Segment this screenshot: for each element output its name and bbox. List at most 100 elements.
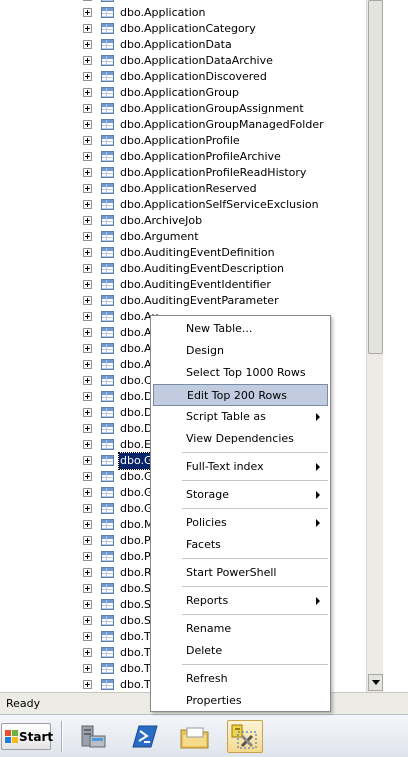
tree-node-label[interactable]: dbo.ApplicationGroupManagedFolder	[120, 118, 324, 131]
tree-node[interactable]: dbo.Co	[0, 373, 366, 389]
tree-node[interactable]: dbo.Re	[0, 565, 366, 581]
menu-item-full-text-index[interactable]: Full-Text index	[153, 456, 328, 478]
tree-node[interactable]: dbo.Si	[0, 613, 366, 629]
tree-node[interactable]: dbo.Tr	[0, 677, 366, 692]
expand-icon[interactable]	[83, 600, 92, 609]
expand-icon[interactable]	[83, 152, 92, 161]
expand-icon[interactable]	[83, 216, 92, 225]
start-button[interactable]: Start	[1, 723, 53, 750]
tree-node-label[interactable]: dbo.De	[120, 406, 160, 419]
expand-icon[interactable]	[83, 632, 92, 641]
tree-node-label[interactable]: dbo.Pr	[120, 550, 155, 563]
expand-icon[interactable]	[83, 264, 92, 273]
tree-node[interactable]: dbo.Gr	[0, 485, 366, 501]
tree-node-label[interactable]: dbo.Pa	[120, 534, 157, 547]
tree-node-label[interactable]: dbo.Tr	[120, 630, 154, 643]
tree-node-label[interactable]: dbo.M	[120, 518, 154, 531]
expand-icon[interactable]	[83, 360, 92, 369]
expand-icon[interactable]	[83, 648, 92, 657]
expand-icon[interactable]	[83, 392, 92, 401]
expand-icon[interactable]	[83, 232, 92, 241]
tree-node[interactable]: dbo.ApplicationDataArchive	[0, 53, 366, 69]
expand-icon[interactable]	[83, 568, 92, 577]
tree-node-label[interactable]: dbo.AuditingEventDescription	[120, 262, 285, 275]
expand-icon[interactable]	[83, 72, 92, 81]
tree-node-label[interactable]: dbo.ApplicationData	[120, 38, 232, 51]
tree-node[interactable]: dbo.Ex	[0, 437, 366, 453]
expand-icon[interactable]	[83, 616, 92, 625]
tree-node[interactable]: dbo.Au	[0, 325, 366, 341]
tree-node-label[interactable]: dbo.Si	[120, 614, 155, 627]
expand-icon[interactable]	[83, 104, 92, 113]
expand-icon[interactable]	[83, 24, 92, 33]
expand-icon[interactable]	[83, 0, 92, 1]
tree-node[interactable]: dbo.ApplicationSelfServiceExclusion	[0, 197, 366, 213]
tree-node[interactable]: dbo.Application	[0, 5, 366, 21]
tree-node-label[interactable]: dbo.Ex	[120, 438, 158, 451]
tree-node[interactable]: dbo.Pa	[0, 533, 366, 549]
expand-icon[interactable]	[83, 88, 92, 97]
tree-node-label[interactable]: dbo.ApplicationReserved	[120, 182, 257, 195]
expand-icon[interactable]	[83, 472, 92, 481]
tree-node[interactable]: dbo.M	[0, 517, 366, 533]
tree-node[interactable]: dbo.ApplicationProfile	[0, 133, 366, 149]
tree-node-label[interactable]: dbo.Au	[120, 326, 159, 339]
expand-icon[interactable]	[83, 440, 92, 449]
menu-item-design[interactable]: Design	[153, 340, 328, 362]
tree-node[interactable]: dbo.AuditingEventIdentifier	[0, 277, 366, 293]
menu-item-rename[interactable]: Rename	[153, 618, 328, 640]
menu-item-start-powershell[interactable]: Start PowerShell	[153, 562, 328, 584]
tree-node-label[interactable]: dbo.AuditingEventDefinition	[120, 246, 275, 259]
tree-node[interactable]: dbo.AuditingEventParameter	[0, 293, 366, 309]
tree-node-label[interactable]: dbo.ApplicationDiscovered	[120, 70, 267, 83]
tree-node[interactable]: dbo.AuditingEventDescription	[0, 261, 366, 277]
tree-node-label[interactable]: dbo.Au	[120, 310, 159, 323]
taskbar-server-manager-button[interactable]	[76, 720, 112, 753]
expand-icon[interactable]	[83, 296, 92, 305]
expand-icon[interactable]	[83, 280, 92, 289]
tree-node-label[interactable]: dbo.De	[120, 422, 160, 435]
expand-icon[interactable]	[83, 536, 92, 545]
tree-node[interactable]: dbo.ApplicationProfileArchive	[0, 149, 366, 165]
tree-node-label[interactable]: dbo.Co	[120, 374, 159, 387]
menu-item-edit-top-200-rows[interactable]: Edit Top 200 Rows	[153, 384, 328, 406]
tree-node[interactable]	[0, 0, 366, 5]
tree-node-label[interactable]: dbo.ApplicationProfile	[120, 134, 240, 147]
taskbar-powershell-button[interactable]	[127, 720, 163, 753]
tree-node[interactable]: dbo.Se	[0, 581, 366, 597]
menu-item-storage[interactable]: Storage	[153, 484, 328, 506]
expand-icon[interactable]	[83, 680, 92, 689]
taskbar-explorer-button[interactable]	[177, 720, 213, 753]
tree-node-label[interactable]: dbo.ApplicationProfileArchive	[120, 150, 281, 163]
tree-node[interactable]: dbo.ApplicationData	[0, 37, 366, 53]
tree-node[interactable]: dbo.ApplicationProfileReadHistory	[0, 165, 366, 181]
expand-icon[interactable]	[83, 248, 92, 257]
expand-icon[interactable]	[83, 8, 92, 17]
expand-icon[interactable]	[83, 584, 92, 593]
expand-icon[interactable]	[83, 424, 92, 433]
tree-node-label[interactable]: dbo.De	[120, 390, 160, 403]
tree-node[interactable]: dbo.Gr	[0, 501, 366, 517]
tree-node[interactable]: dbo.De	[0, 421, 366, 437]
taskbar-ssms-button[interactable]	[227, 720, 263, 753]
expand-icon[interactable]	[83, 456, 92, 465]
expand-icon[interactable]	[83, 136, 92, 145]
tree-node-label[interactable]: dbo.ApplicationGroupAssignment	[120, 102, 304, 115]
tree-node-label[interactable]: dbo.Se	[120, 598, 158, 611]
expand-icon[interactable]	[83, 376, 92, 385]
scrollbar-thumb[interactable]	[368, 0, 383, 354]
tree-node-label[interactable]: dbo.ApplicationProfileReadHistory	[120, 166, 307, 179]
tree-node[interactable]: dbo.Argument	[0, 229, 366, 245]
menu-item-policies[interactable]: Policies	[153, 512, 328, 534]
tree-node[interactable]: dbo.Au	[0, 357, 366, 373]
tree-node[interactable]: dbo.ApplicationGroupAssignment	[0, 101, 366, 117]
expand-icon[interactable]	[83, 328, 92, 337]
expand-icon[interactable]	[83, 488, 92, 497]
menu-item-script-table-as[interactable]: Script Table as	[153, 406, 328, 428]
tree-node-label[interactable]: dbo.Tr	[120, 646, 154, 659]
tree-node[interactable]: dbo.Au	[0, 309, 366, 325]
menu-item-refresh[interactable]: Refresh	[153, 668, 328, 690]
vertical-scrollbar[interactable]	[366, 0, 383, 692]
tree-node-label[interactable]: dbo.ApplicationCategory	[120, 22, 256, 35]
tree-node-label[interactable]: dbo.ApplicationSelfServiceExclusion	[120, 198, 319, 211]
